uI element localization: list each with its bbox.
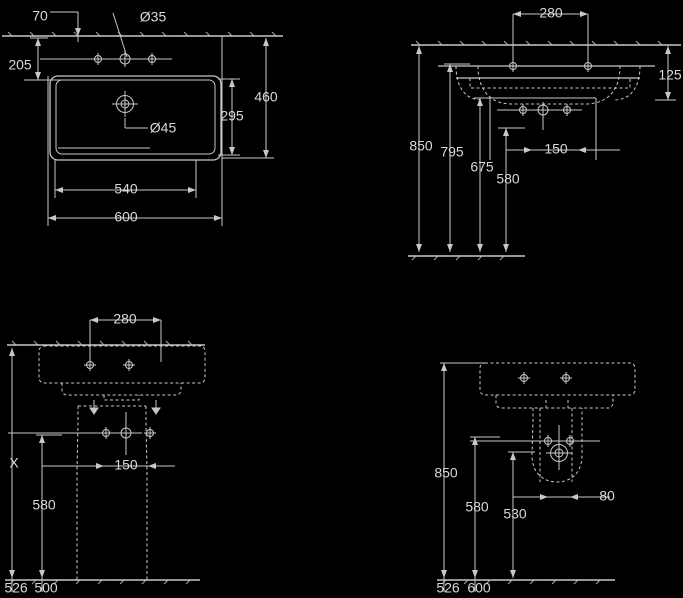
basin-underside-tr — [469, 78, 631, 89]
view-elevation-top-right — [408, 11, 681, 261]
basin-underside-bl — [61, 383, 182, 396]
dim-label-70: 70 — [32, 8, 48, 24]
dim-label-580-br: 580 — [465, 499, 489, 515]
leader-dia35 — [112, 12, 128, 58]
wall-hatch-tr — [415, 40, 663, 46]
dim-label-675: 675 — [470, 159, 494, 175]
floor-hatch-bl — [9, 579, 191, 585]
dim-label-850-br: 850 — [434, 465, 458, 481]
dim-label-580-tr: 580 — [496, 171, 520, 187]
dim-label-526-bl: 526 — [4, 580, 28, 596]
wall-hatch — [7, 31, 277, 37]
dim-label-280-tr: 280 — [539, 5, 563, 21]
wall-hatch-bl — [11, 340, 193, 346]
dim-label-540: 540 — [114, 181, 138, 197]
dim-label-150-tr: 150 — [544, 141, 568, 157]
dim-label-580-bl: 580 — [32, 497, 56, 513]
pedestal-outline-br — [531, 408, 583, 483]
dim-label-526-br: 526 — [436, 580, 460, 596]
basin-outline-br — [479, 362, 636, 396]
dim-label-795: 795 — [440, 144, 464, 160]
dim-label-500-bl: 500 — [34, 580, 58, 596]
view-elevation-bottom-left — [5, 317, 206, 592]
view-plan-top-left — [2, 11, 283, 226]
dim-label-600-br: 600 — [467, 580, 491, 596]
dim-label-280-bl: 280 — [113, 311, 137, 327]
basin-waste-boss-bl — [103, 395, 140, 401]
dim-label-460: 460 — [254, 89, 278, 105]
dim-label-125: 125 — [658, 67, 682, 83]
dim-label-150-bl: 150 — [114, 457, 138, 473]
section-arrow-right-bl — [151, 400, 161, 415]
basin-right-profile-tr — [613, 65, 641, 101]
view-elevation-bottom-right — [437, 362, 636, 592]
basin-left-profile-tr — [455, 65, 483, 101]
dim-label-X: X — [9, 455, 19, 471]
floor-hatch-tr — [411, 255, 505, 261]
dim-label-dia45: Ø45 — [150, 120, 177, 136]
basin-inner-bowl-plan — [55, 79, 216, 155]
dim-label-80-br: 80 — [599, 488, 615, 504]
basin-outline-bl — [38, 345, 206, 384]
basin-underside-br — [495, 395, 614, 409]
dim70-arrow — [75, 28, 81, 36]
dim-label-dia35: Ø35 — [140, 9, 167, 25]
dim-label-205: 205 — [8, 57, 32, 73]
section-arrow-left-bl — [89, 400, 99, 415]
dim-label-295: 295 — [220, 108, 244, 124]
basin-outline-plan — [49, 75, 222, 161]
dim-label-600: 600 — [114, 209, 138, 225]
dim-label-530-br: 530 — [503, 506, 527, 522]
pedestal-boss-br — [545, 400, 569, 408]
dim-label-850: 850 — [409, 138, 433, 154]
basin-bowl-profile-tr — [477, 65, 621, 105]
